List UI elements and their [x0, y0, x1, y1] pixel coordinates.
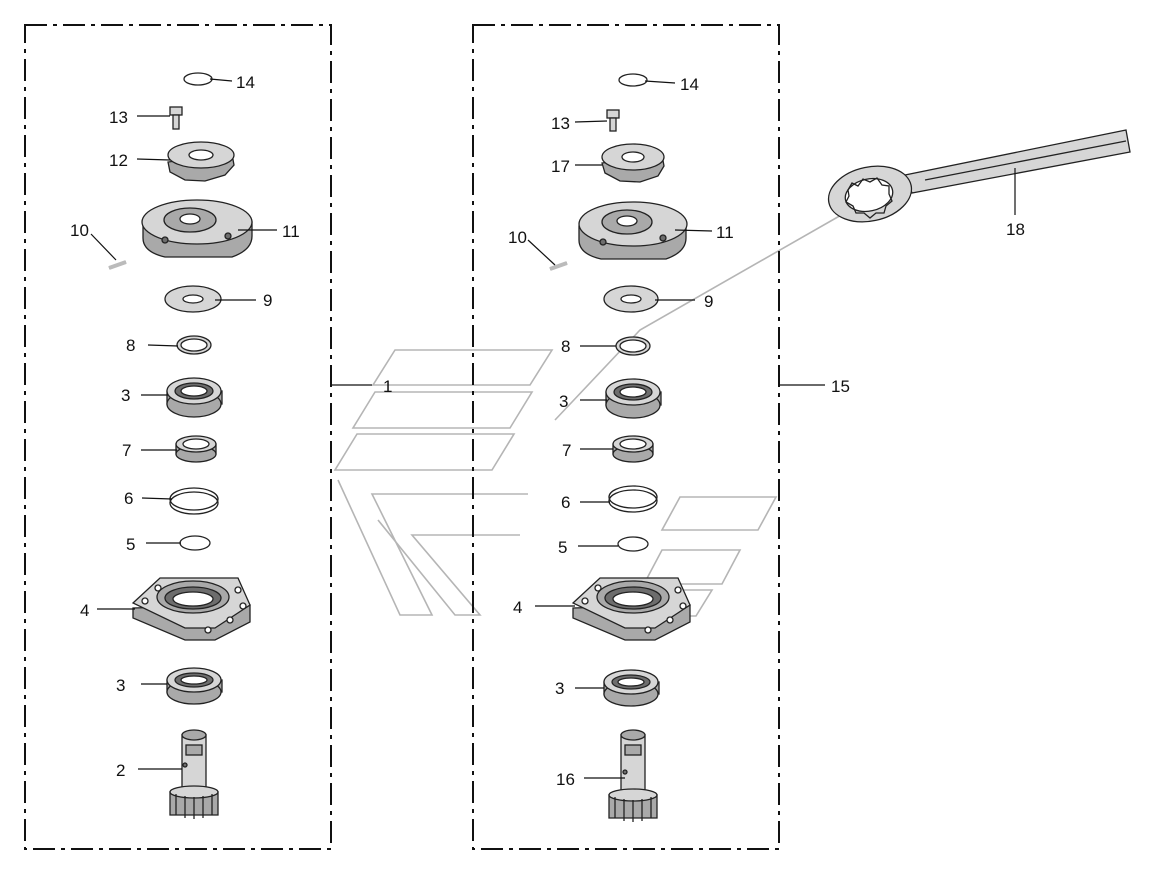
ball-bearing-upper-part — [166, 377, 223, 418]
callout-left-2: 2 — [116, 761, 125, 780]
shim-washer-part — [164, 285, 222, 313]
callout-right-10: 10 — [508, 228, 527, 247]
callout-right-8: 8 — [561, 337, 570, 356]
seal-ring-part — [169, 487, 219, 515]
o-ring-part — [179, 535, 211, 551]
flange-housing-part — [571, 577, 691, 641]
callout-left-3b: 3 — [116, 676, 125, 695]
adjusting-nut-part — [167, 141, 235, 182]
ball-bearing-lower-part — [603, 669, 660, 707]
callout-left-5: 5 — [126, 535, 135, 554]
shim-washer-part — [603, 285, 659, 313]
assembly-1-frame — [24, 24, 332, 850]
ball-bearing-lower-part — [166, 667, 223, 705]
left-leader-lines — [90, 78, 372, 770]
circlip-part — [618, 73, 648, 87]
pinion-shaft-part — [608, 729, 658, 822]
assembly-15-frame — [472, 24, 780, 850]
callout-right-3a: 3 — [559, 392, 568, 411]
adjusting-nut-part — [601, 143, 665, 183]
flange-housing-part — [131, 577, 251, 641]
pin-part — [108, 260, 127, 270]
callout-right-16: 16 — [556, 770, 575, 789]
callout-right-3b: 3 — [555, 679, 564, 698]
callout-assembly-15: 15 — [831, 377, 850, 396]
circlip-part — [183, 72, 213, 86]
callout-right-14: 14 — [680, 75, 699, 94]
spacer-ring-part — [612, 435, 654, 463]
pinion-shaft-part — [169, 729, 219, 819]
callout-left-4: 4 — [80, 601, 89, 620]
callout-left-11: 11 — [282, 222, 300, 241]
callout-left-6: 6 — [124, 489, 133, 508]
right-leader-lines — [527, 80, 1016, 779]
callout-right-4: 4 — [513, 598, 522, 617]
callout-right-7: 7 — [562, 441, 571, 460]
right-callouts: 14 13 17 10 11 9 8 3 7 6 5 4 3 16 15 18 — [508, 75, 1025, 789]
o-ring-part — [617, 536, 649, 552]
callout-right-17: 17 — [551, 157, 570, 176]
callout-left-9: 9 — [263, 291, 272, 310]
callout-right-6: 6 — [561, 493, 570, 512]
callout-left-12: 12 — [109, 151, 128, 170]
callout-left-8: 8 — [126, 336, 135, 355]
ring-part — [176, 335, 212, 355]
callout-right-9: 9 — [704, 292, 713, 311]
callout-right-5: 5 — [558, 538, 567, 557]
bearing-cover-part — [141, 199, 253, 258]
right-assembly-parts — [549, 73, 691, 822]
ball-bearing-upper-part — [605, 378, 662, 419]
bearing-cover-part — [578, 201, 688, 260]
callout-left-10: 10 — [70, 221, 89, 240]
left-callouts: 14 13 12 10 11 9 8 3 7 6 5 4 3 2 1 — [70, 73, 392, 780]
bolt-part — [169, 106, 183, 130]
seal-ring-part — [608, 485, 658, 513]
spacer-ring-part — [175, 435, 217, 463]
watermark — [333, 209, 851, 617]
spanner-wrench-part — [827, 129, 1131, 223]
ring-part — [615, 336, 651, 356]
callout-right-13: 13 — [551, 114, 570, 133]
callout-left-13: 13 — [109, 108, 128, 127]
callout-wrench-18: 18 — [1006, 220, 1025, 239]
pin-part — [549, 261, 568, 271]
callout-left-7: 7 — [122, 441, 131, 460]
callout-right-11: 11 — [716, 223, 734, 242]
bolt-part — [606, 109, 620, 132]
callout-left-14: 14 — [236, 73, 255, 92]
left-assembly-parts — [108, 72, 253, 819]
callout-assembly-1: 1 — [383, 377, 392, 396]
callout-left-3a: 3 — [121, 386, 130, 405]
